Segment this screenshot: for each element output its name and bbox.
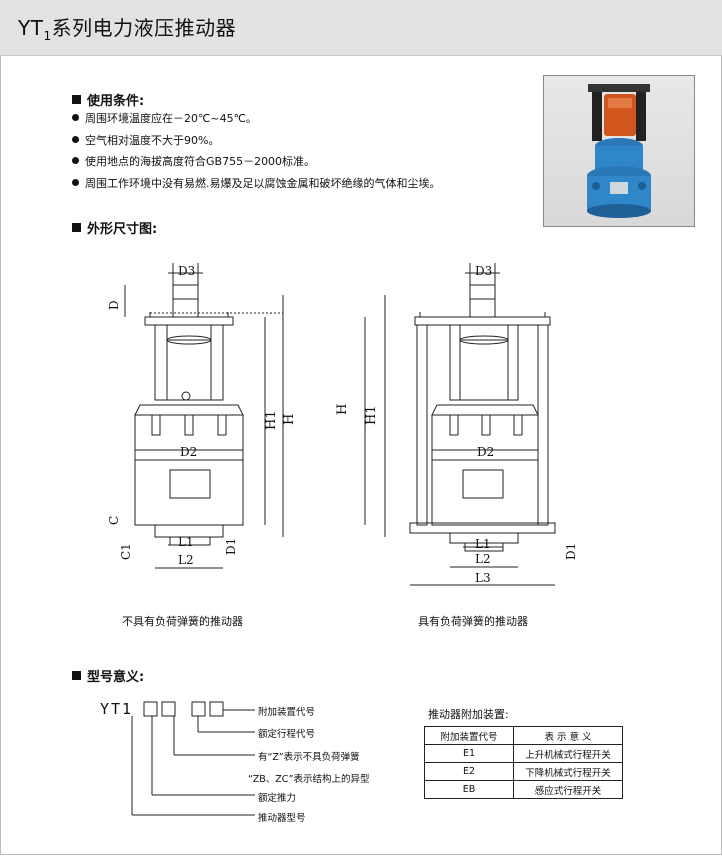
- label-h: H: [282, 414, 297, 425]
- product-photo: [543, 75, 695, 227]
- caption-with-spring: 具有负荷弹簧的推动器: [418, 615, 528, 628]
- page-title: YT1系列电力液压推动器: [18, 16, 237, 43]
- dimensions-heading: 外形尺寸图:: [72, 218, 157, 237]
- label-l1: L1: [475, 537, 491, 551]
- table-cell: E2: [424, 762, 514, 781]
- label-l1: L1: [178, 535, 194, 549]
- table-cell: 下降机械式行程开关: [513, 762, 623, 781]
- label-c: C: [107, 516, 121, 525]
- table-row: EB 感应式行程开关: [424, 780, 623, 799]
- annotation-zb-zc-meaning: “ZB、ZC”表示结构上的异型: [248, 774, 370, 785]
- label-d: D: [107, 300, 121, 310]
- label-h: H: [335, 404, 350, 415]
- table-header-row: 附加装置代号 表 示 意 义: [424, 726, 623, 745]
- label-l2: L2: [475, 552, 491, 566]
- label-d1: D1: [564, 543, 578, 560]
- model-bracket-diagram: [131, 701, 255, 816]
- table-row: E2 下降机械式行程开关: [424, 762, 623, 781]
- table-cell: E1: [424, 744, 514, 763]
- conditions-list: 周围环境温度应在－20℃~45℃。 空气相对温度不大于90%。 使用地点的海拔高…: [72, 108, 441, 194]
- diagram-with-spring: D3 D2 H H1 D1 L1 L2 L3: [335, 263, 578, 586]
- label-l2: L2: [178, 553, 194, 567]
- table-cell: 上升机械式行程开关: [513, 744, 623, 763]
- table-header-cell: 表 示 意 义: [513, 726, 623, 745]
- diagram-no-spring: D3 D2 H H1 D C C1 D1 L1 L2: [107, 263, 297, 569]
- label-h1: H1: [264, 410, 279, 430]
- page-header: YT1系列电力液压推动器: [0, 0, 722, 56]
- label-d2: D2: [477, 445, 494, 459]
- label-l3: L3: [475, 571, 491, 585]
- list-item: 周围工作环境中没有易燃.易爆及足以腐蚀金属和破坏绝缘的气体和尘埃。: [72, 173, 441, 195]
- annotation-model: 推动器型号: [258, 813, 306, 824]
- accessory-table: 附加装置代号 表 示 意 义 E1 上升机械式行程开关 E2 下降机械式行程开关…: [424, 726, 623, 799]
- label-d1: D1: [224, 538, 238, 555]
- table-cell: 感应式行程开关: [513, 780, 623, 799]
- accessory-table-title: 推动器附加装置:: [428, 708, 509, 721]
- label-h1: H1: [364, 405, 379, 425]
- label-c1: C1: [119, 543, 133, 560]
- label-d3: D3: [178, 264, 195, 278]
- annotation-accessory-code: 附加装置代号: [258, 707, 316, 718]
- annotation-z-meaning: 有“Z”表示不具负荷弹簧: [258, 752, 360, 763]
- table-header-cell: 附加装置代号: [424, 726, 514, 745]
- annotation-stroke-code: 额定行程代号: [258, 729, 316, 740]
- label-d2: D2: [180, 445, 197, 459]
- model-code: YT1: [100, 700, 134, 718]
- list-item: 空气相对温度不大于90%。: [72, 130, 441, 152]
- conditions-heading: 使用条件:: [72, 90, 144, 109]
- model-heading: 型号意义:: [72, 666, 144, 685]
- table-row: E1 上升机械式行程开关: [424, 744, 623, 763]
- table-cell: EB: [424, 780, 514, 799]
- list-item: 使用地点的海拔高度符合GB755－2000标准。: [72, 151, 441, 173]
- list-item: 周围环境温度应在－20℃~45℃。: [72, 108, 441, 130]
- caption-no-spring: 不具有负荷弹簧的推动器: [122, 615, 243, 628]
- annotation-rated-thrust: 额定推力: [258, 793, 297, 804]
- label-d3: D3: [475, 264, 492, 278]
